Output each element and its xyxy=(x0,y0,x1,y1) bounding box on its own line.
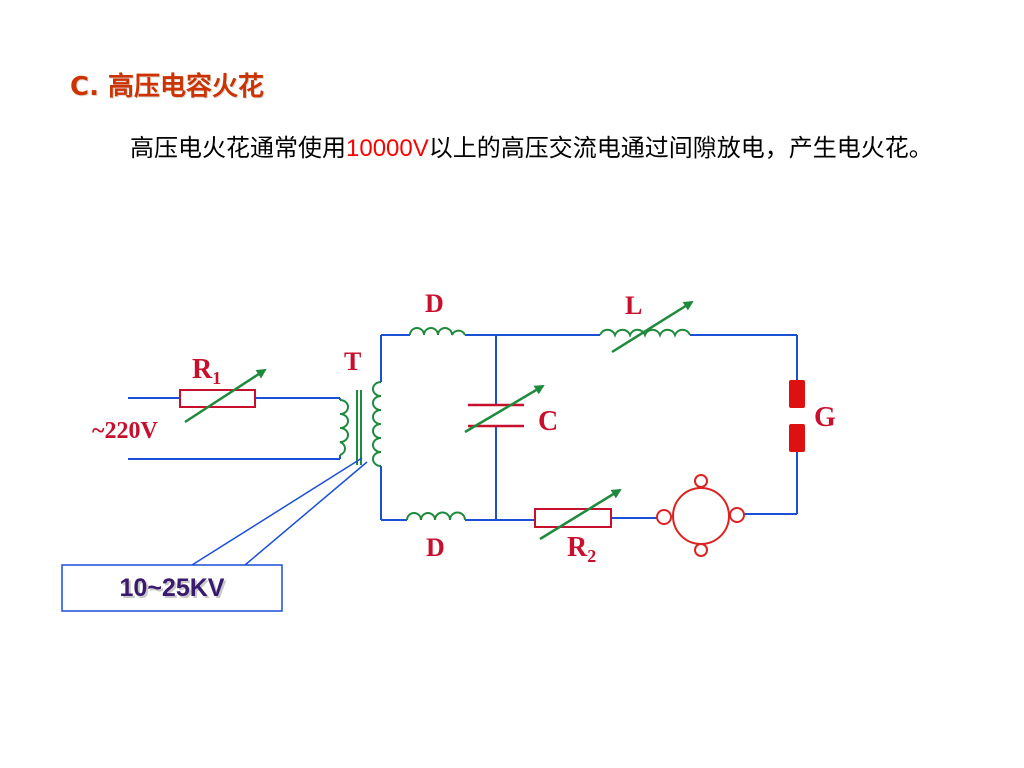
diode-bottom-coil xyxy=(406,511,466,521)
callout-pointer xyxy=(191,457,368,566)
paragraph-text-before: 高压电火花通常使用 xyxy=(130,134,346,162)
diode-top-label: D xyxy=(425,289,444,318)
voltage-callout-shadow: 10~25KV xyxy=(122,576,227,604)
input-wires xyxy=(128,397,341,460)
electrode-holder xyxy=(656,474,745,557)
spark-gap-g xyxy=(789,380,805,452)
paragraph-text-after: 以上的高压交流电通过间隙放电，产生电火花。 xyxy=(428,134,933,162)
voltage-callout-box xyxy=(61,564,283,612)
variable-arrow-r2 xyxy=(539,488,622,541)
resistor-r1 xyxy=(179,389,256,408)
secondary-wires xyxy=(380,334,798,521)
description-paragraph: 高压电火花通常使用10000V以上的高压交流电通过间隙放电，产生电火花。 xyxy=(70,122,990,175)
diode-top-coil xyxy=(409,327,466,336)
resistor-r2-label: R2 xyxy=(567,532,596,566)
capacitor-c xyxy=(464,384,545,434)
voltage-highlight: 10000V xyxy=(346,135,429,162)
variable-arrow-r1 xyxy=(184,368,267,424)
voltage-callout-text: 10~25KV xyxy=(120,574,225,602)
inductor-l xyxy=(599,300,694,354)
spark-gap-label: G xyxy=(814,402,836,433)
slide-heading: C. 高压电容火花 xyxy=(70,72,265,102)
diode-bottom-label: D xyxy=(426,533,445,562)
transformer-label: T xyxy=(344,347,361,376)
resistor-r1-label: R1 xyxy=(192,354,221,388)
inductor-label: L xyxy=(625,291,642,320)
transformer-t xyxy=(339,381,382,467)
input-voltage-label: ~220V xyxy=(92,418,158,444)
capacitor-label: C xyxy=(538,406,558,437)
